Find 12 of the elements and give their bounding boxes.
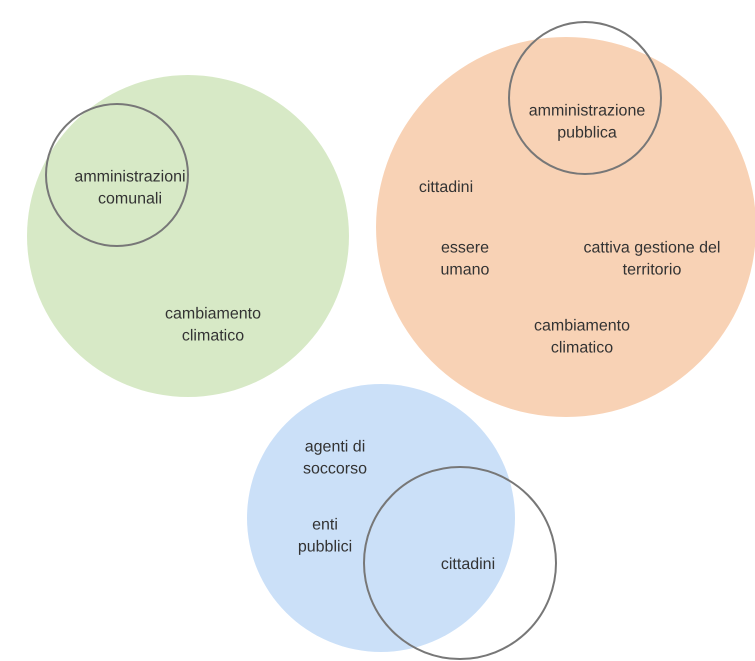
circle-label: cittadini: [418, 178, 474, 198]
circle-label: amministrazioni comunali: [73, 168, 187, 210]
circle-label: essere umano: [440, 238, 490, 281]
circle-label: cattiva gestione del territorio: [582, 238, 722, 281]
circle-label: amministrazione pubblica: [528, 102, 646, 144]
circle-label: enti pubblici: [296, 516, 354, 558]
circle-label: cittadini: [440, 554, 496, 575]
circle-label: cambiamento climatico: [532, 316, 632, 359]
outlined-circle: [45, 103, 189, 247]
circle-label: cambiamento climatico: [164, 304, 262, 347]
outlined-circle: [508, 21, 662, 175]
circle-label: agenti di soccorso: [302, 438, 368, 480]
